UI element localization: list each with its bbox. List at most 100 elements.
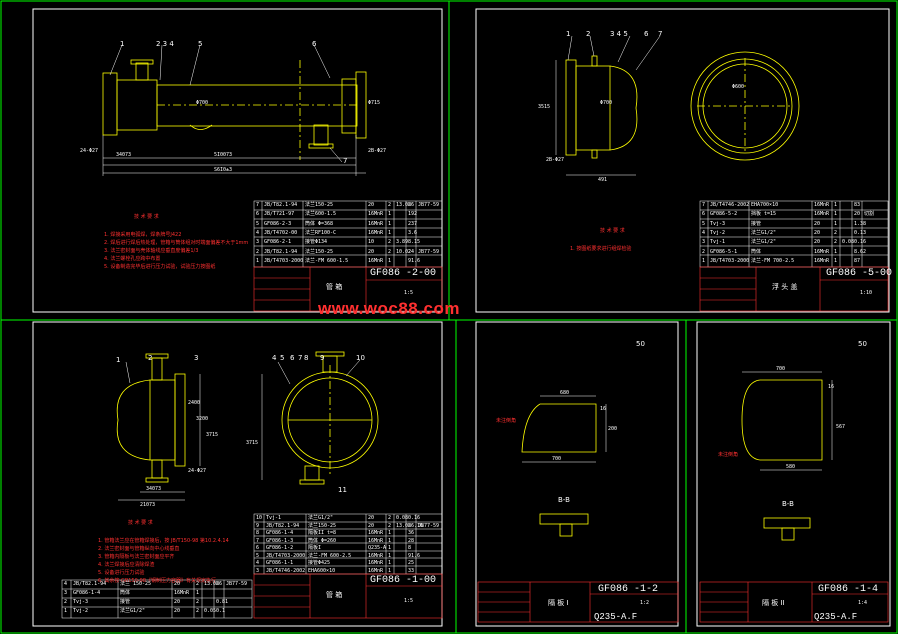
s2-bom-cell: 1 <box>834 202 838 208</box>
s4-sheet-scale: 1:2 <box>640 600 650 606</box>
s1-leader-5: 5 <box>198 40 203 48</box>
sheet5-title-block <box>699 581 889 623</box>
s3-bom-lower-cell: 20 <box>174 608 181 614</box>
s3-bom-cell: GF086-1-1 <box>266 560 294 566</box>
s1-dim-510073: 5I0073 <box>214 152 233 158</box>
sheet1-drawing <box>102 59 367 160</box>
s2-bom-cell: 4 <box>702 229 706 236</box>
s3-leader-6: 6 <box>290 354 295 362</box>
s1-bom-cell: 2 <box>388 202 392 208</box>
s1-bom-cell: 13.08 <box>396 202 412 208</box>
s1-bom-cell: JB77-59 <box>418 202 440 208</box>
s3-bom-cell: 13.08 <box>396 522 412 529</box>
sheet1-bom-table <box>253 200 443 268</box>
s3-sheet-title: 管 箱 <box>326 591 343 599</box>
s2-bom-cell: 83 <box>854 202 861 208</box>
s1-bom-cell: 10.02 <box>396 248 412 255</box>
s3-bom-lower-cell: 20 <box>174 581 181 587</box>
s3-bom-cell: 3 <box>256 567 260 574</box>
s1-bom-cell: 法兰150-25 <box>305 248 334 255</box>
s2-bom-cell: 0.16 <box>854 239 867 246</box>
s5-dim-16: 16 <box>828 384 835 390</box>
s3-bom-cell: 6 <box>256 545 260 551</box>
s3-dim-3200: 3200 <box>196 416 209 422</box>
s3-dim-2400: 2400 <box>188 400 201 406</box>
s3-bom-cell: 7 <box>256 537 260 544</box>
s3-note-line: 4. 法兰焊接后应清除焊渣 <box>98 562 155 568</box>
s2-bom-cell: 法兰G1/2" <box>751 229 777 236</box>
sheet3-lower-bom-table <box>61 579 253 619</box>
s1-bom-cell: JB/T4702-00 <box>264 229 298 236</box>
s3-bom-cell: 0.08 <box>396 515 409 521</box>
s3-bom-cell: 1 <box>388 552 392 559</box>
s1-bom-cell: 4 <box>256 229 260 236</box>
s4-dim-200: 200 <box>608 426 618 432</box>
sheet2-dimensions <box>555 35 661 176</box>
s1-bom-cell: 20 <box>368 248 375 255</box>
s3-bom-lower-cell: 接管 <box>120 599 131 605</box>
s3-bom-lower-cell: 26 <box>216 581 223 587</box>
s3-bom-lower-cell: 0.81 <box>216 599 229 605</box>
s1-bom-cell: 法兰-FM 600-1.5 <box>305 257 349 264</box>
s1-leader-234: 2 3 4 <box>156 40 174 48</box>
s1-bom-cell: 1 <box>388 220 392 227</box>
s1-bom-cell: JB/T721-97 <box>264 211 295 218</box>
s1-bom-cell: 26 <box>408 202 415 208</box>
s3-bom-cell: 隔板I <box>308 545 322 551</box>
s1-bom-cell: 法兰150-25 <box>305 202 334 208</box>
s1-dim-700: Φ700 <box>196 100 209 106</box>
s2-bom-cell: GF086-5-1 <box>710 248 738 255</box>
s2-bom-cell: Tvj-2 <box>710 229 726 236</box>
s1-bom-cell: GF086-2-3 <box>264 220 292 227</box>
s2-note-line: 1. 按图纸要求进行组焊检验 <box>570 246 632 252</box>
s3-bom-cell: JB/T82.1-94 <box>266 522 300 529</box>
s3-sheet-scale: 1:5 <box>404 598 414 604</box>
s1-note-line: 2. 焊后进行焊后热处理，管箱与筒体组对时端面偏差不大于1mm <box>104 240 249 246</box>
s3-bom-cell: 8 <box>256 530 260 536</box>
s3-bom-lower-cell: GF086-1-4 <box>73 590 101 596</box>
s4-roughness: 50 <box>636 340 645 348</box>
s1-dim-holes-left: 24-Φ27 <box>80 148 99 154</box>
s2-bom-cell: 切割 <box>864 211 875 218</box>
s1-note-line: 5. 设备制造完毕后进行压力试验，试验压力按图纸 <box>104 264 216 270</box>
s3-note-line: 6. 其余按 GB150-98《钢制压力容器》有关规定执行 <box>98 578 216 584</box>
s3-bom-cell: 26.16 <box>408 522 424 529</box>
s2-bom-cell: Tvj-3 <box>710 220 726 227</box>
s3-bom-cell: 8 <box>408 545 412 551</box>
s3-bom-cell: 16MnR <box>368 537 384 544</box>
s4-note: 未注倒角 <box>496 418 517 424</box>
s2-dim-600: Φ600 <box>732 84 745 90</box>
s3-sheet-number: GF086 -1-00 <box>370 575 437 586</box>
s1-dim-715: Φ715 <box>368 100 381 106</box>
s2-dim-3515: 3515 <box>538 104 551 110</box>
s1-bom-cell: 91.6 <box>408 257 421 264</box>
s2-bom-cell: 16MnR <box>814 211 830 218</box>
s2-bom-cell: 16MnR <box>814 248 830 255</box>
s1-bom-cell: 16MnR <box>368 220 384 227</box>
s1-bom-cell: 24 <box>408 248 415 255</box>
s2-bom-cell: 法兰-FM 700-2.5 <box>751 257 795 264</box>
s2-note-line: 技 术 要 求 <box>600 228 625 234</box>
s5-dim-700: 700 <box>776 366 786 372</box>
s5-material: Q235-A.F <box>814 612 858 622</box>
s3-bom-cell: 0.16 <box>408 515 421 521</box>
s1-bom-cell: JB/T4703-2000 <box>264 257 304 264</box>
s2-bom-cell: 87 <box>854 257 861 264</box>
s3-leader-7: 7 <box>298 354 303 362</box>
s3-bom-cell: 25 <box>408 560 415 566</box>
s1-sheet-title: 管 箱 <box>326 283 343 291</box>
s3-leader-2: 2 <box>148 354 153 362</box>
s3-bom-lower-cell: Tvj-2 <box>73 608 89 614</box>
s3-bom-cell: 20 <box>368 515 375 521</box>
s3-bom-cell: 1 <box>388 530 392 536</box>
s3-leader-5: 5 <box>280 354 285 362</box>
s3-bom-cell: 1 <box>388 545 392 551</box>
s4-sheet-title: 隔 板 I <box>548 599 569 607</box>
s1-bom-cell: JB77-59 <box>418 248 440 255</box>
s3-bom-lower-cell: 2 <box>196 599 200 605</box>
s2-bom-cell: 16MnR <box>814 202 830 208</box>
sheet1-dimensions <box>102 44 366 176</box>
s2-bom-cell: JB/T4746-2002 <box>710 202 750 208</box>
s3-bom-lower-cell: 13.08 <box>204 581 220 587</box>
s1-bom-cell: 1 <box>388 211 392 218</box>
